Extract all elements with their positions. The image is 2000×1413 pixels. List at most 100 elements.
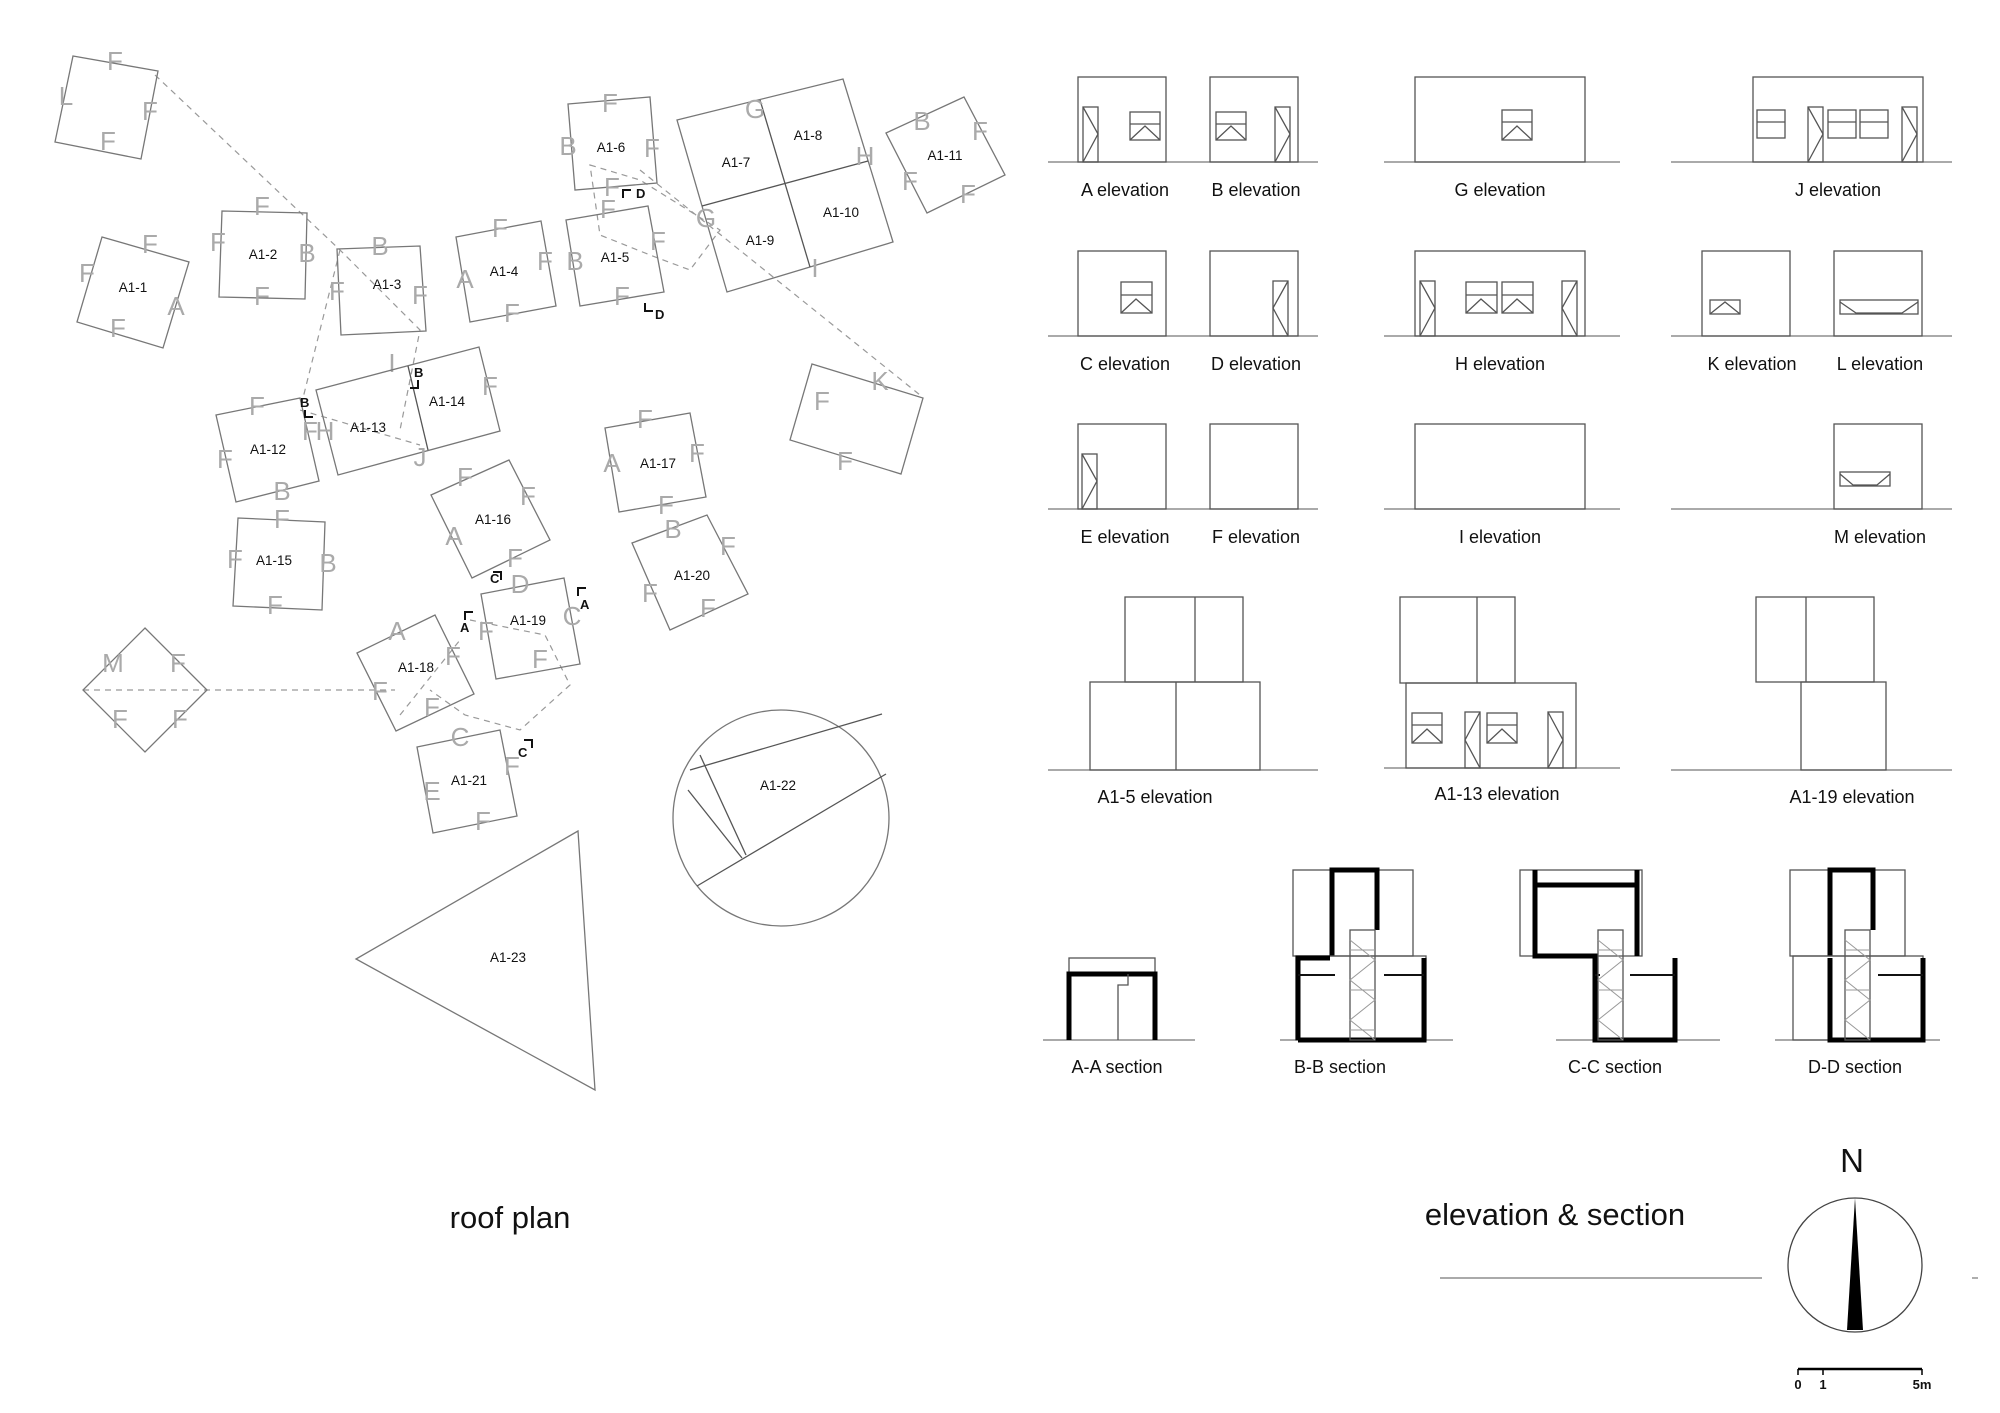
unit-a1-17: A1-17 F A F F <box>603 404 707 520</box>
roof-letter: F <box>254 281 270 311</box>
unit-a1-18: A1-18 A F F F <box>356 614 475 732</box>
unlabeled-unit-w: M F F F <box>82 627 208 753</box>
unit-label: A1-22 <box>760 778 796 793</box>
unit-label: A1-14 <box>429 394 466 409</box>
unit-label: A1-7 <box>722 155 751 170</box>
unit-label: A1-12 <box>250 442 286 457</box>
elevation-h: H elevation <box>1384 250 1620 374</box>
unit-a1-12: A1-12 F F B F <box>215 391 320 506</box>
unit-a1-21: A1-21 C E F F <box>416 722 520 836</box>
section-marks: D D B B C C A A <box>300 186 664 760</box>
section-mark-c: C <box>518 745 528 760</box>
roof-letter: F <box>107 46 123 76</box>
sections: A-A section B-B section <box>1043 867 1940 1077</box>
unit-label: A1-11 <box>927 148 962 163</box>
unit-label: A1-9 <box>746 233 775 248</box>
elevation-label: D elevation <box>1211 354 1301 374</box>
roof-letter: D <box>511 569 530 599</box>
roof-letter: C <box>563 601 582 631</box>
roof-letter: F <box>475 806 491 836</box>
section-mark-d: D <box>655 307 664 322</box>
unit-label: A1-5 <box>601 250 630 265</box>
elevation-a1-13: A1-13 elevation <box>1384 596 1620 804</box>
section-label: D-D section <box>1808 1057 1902 1077</box>
section-mark-b: B <box>414 365 423 380</box>
scale-label: 1 <box>1819 1377 1826 1392</box>
unit-a1-3: A1-3 B F I F <box>329 231 428 378</box>
roof-letter: F <box>302 416 318 446</box>
unit-label: A1-23 <box>490 950 526 965</box>
roof-letter: F <box>658 490 674 520</box>
roof-letter: E <box>423 776 440 806</box>
roof-letter: F <box>445 641 461 671</box>
section-label: C-C section <box>1568 1057 1662 1077</box>
unit-a1-6: A1-6 F B F F <box>559 88 660 202</box>
elevation-f: F elevation <box>1209 423 1300 547</box>
elevation-b: B elevation <box>1209 76 1301 200</box>
roof-letter: F <box>837 446 853 476</box>
roof-letter: F <box>492 213 508 243</box>
elevation-label: B elevation <box>1211 180 1300 200</box>
unit-a1-5: A1-5 B F F F <box>565 194 666 311</box>
unit-a1-19: A1-19 D F C F <box>478 569 582 680</box>
unit-a1-16: A1-16 F A F F <box>430 459 551 579</box>
north-needle-icon <box>1847 1198 1863 1330</box>
elevation-label: A1-5 elevation <box>1097 787 1212 807</box>
roof-letter: B <box>559 131 576 161</box>
roof-letter: F <box>412 280 428 310</box>
unlabeled-unit-e: K F F <box>789 363 924 476</box>
unit-label: A1-13 <box>350 420 386 435</box>
elevation-label: M elevation <box>1834 527 1926 547</box>
unit-a1-1: A1-1 F F A F <box>76 229 190 349</box>
roof-letter: B <box>566 246 583 276</box>
roof-letter: F <box>814 386 830 416</box>
roof-letter: F <box>642 578 658 608</box>
roof-letter: F <box>227 544 243 574</box>
unit-label: A1-4 <box>490 264 519 279</box>
unit-label: A1-20 <box>674 568 710 583</box>
roof-letter: F <box>249 391 265 421</box>
elevation-c: C elevation <box>1048 250 1318 374</box>
elevation-l: L elevation <box>1833 250 1923 374</box>
roof-letter: J <box>414 442 427 472</box>
section-mark-d: D <box>636 186 645 201</box>
roof-letter: F <box>110 313 126 343</box>
elevation-i: I elevation <box>1384 423 1620 547</box>
unit-label: A1-15 <box>256 553 292 568</box>
roof-letter: F <box>112 704 128 734</box>
unit-label: A1-10 <box>823 205 859 220</box>
roof-letter: F <box>274 504 290 534</box>
roof-letter: B <box>664 514 681 544</box>
section-mark-a: A <box>460 620 470 635</box>
elevation-d: D elevation <box>1209 250 1301 374</box>
roof-letter: F <box>457 462 473 492</box>
roof-letter: F <box>600 194 616 224</box>
elevation-label: H elevation <box>1455 354 1545 374</box>
elevation-g: G elevation <box>1384 76 1620 200</box>
roof-letter: F <box>637 404 653 434</box>
roof-letter: M <box>102 648 124 678</box>
roof-letter: C <box>451 722 470 752</box>
unit-a1-4: A1-4 F A F F <box>455 213 557 328</box>
unit-label: A1-17 <box>640 456 676 471</box>
roof-letter: F <box>650 226 666 256</box>
elevation-k: K elevation <box>1671 250 1952 374</box>
roof-letter: F <box>532 644 548 674</box>
roof-letter: A <box>167 291 185 321</box>
scale-label: 5m <box>1913 1377 1932 1392</box>
elevation-label: I elevation <box>1459 527 1541 547</box>
roof-letter: F <box>960 179 976 209</box>
roof-letter: F <box>254 191 270 221</box>
roof-letter: F <box>79 258 95 288</box>
roof-letter: F <box>142 96 158 126</box>
section-bb: B-B section <box>1280 867 1453 1077</box>
unit-a1-20: A1-20 B F F F <box>631 514 749 631</box>
roof-letter: K <box>871 366 889 396</box>
north-arrow: N <box>1787 1142 1923 1333</box>
roof-letter: G <box>745 94 765 124</box>
unit-a1-2: A1-2 F F B F <box>210 191 316 311</box>
roof-letter: B <box>298 238 315 268</box>
unit-label: A1-3 <box>373 277 402 292</box>
unit-label: A1-2 <box>249 247 278 262</box>
roof-letter: F <box>604 172 620 202</box>
